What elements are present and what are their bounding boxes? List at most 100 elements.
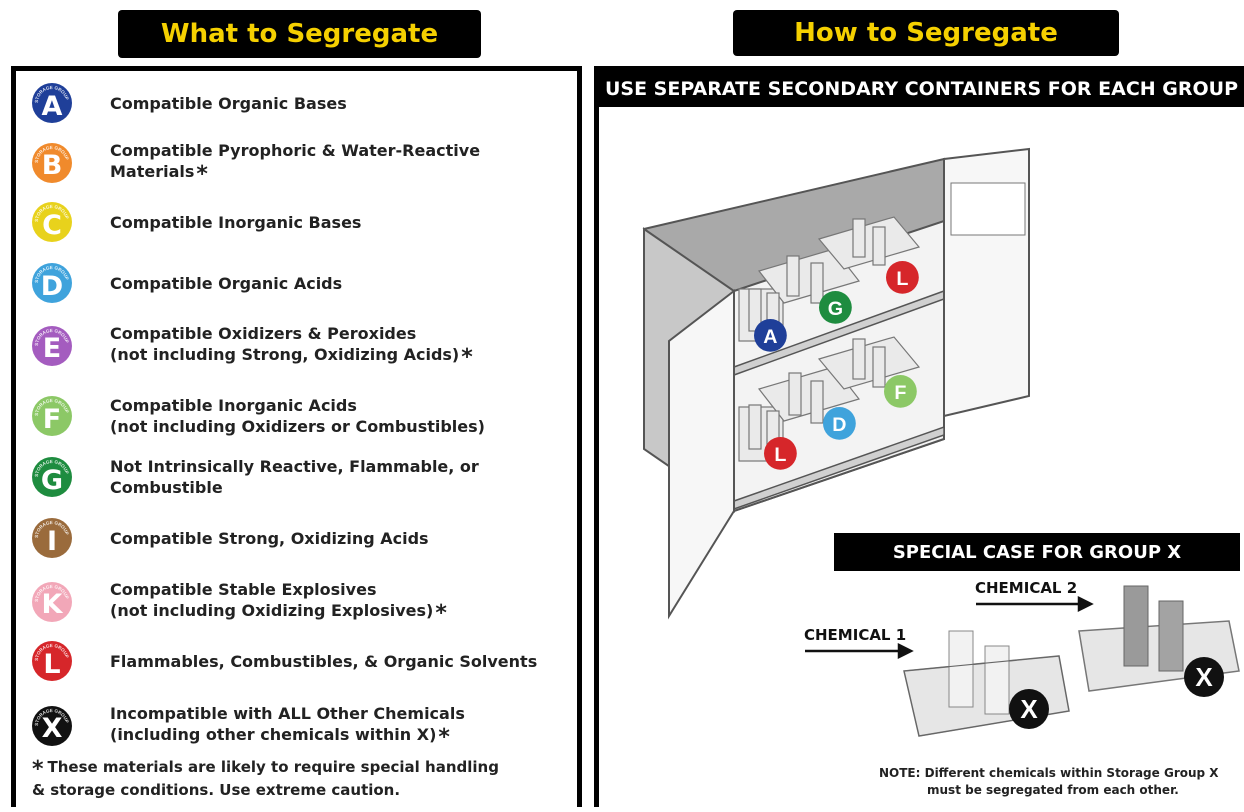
special-case-text: SPECIAL CASE FOR GROUP X [892, 541, 1182, 563]
group-letter: G [40, 464, 64, 496]
description-line: Incompatible with ALL Other Chemicals [110, 703, 465, 724]
asterisk: * [438, 725, 450, 750]
description-line: Compatible Inorganic Acids [110, 395, 485, 416]
group-letter: F [42, 403, 62, 435]
description-text: (not including Oxidizing Explosives) [110, 601, 434, 620]
note-line-1: NOTE: Different chemicals within Storage… [879, 766, 1219, 780]
group-description: Compatible Oxidizers & Peroxides(not inc… [110, 323, 473, 370]
description-text: Compatible Organic Bases [110, 93, 347, 113]
storage-group-ring: STORAGE GROUP [34, 204, 70, 222]
how-to-segregate-panel: USE SEPARATE SECONDARY CONTAINERS FOR EA… [594, 66, 1244, 807]
description-text: Compatible Inorganic Bases [110, 212, 362, 232]
storage-group-ring: STORAGE GROUP [34, 144, 70, 162]
x-badge-chemical-1: X [1009, 689, 1049, 729]
what-to-segregate-header: What to Segregate [118, 10, 481, 58]
description-text: Incompatible with ALL Other Chemicals [110, 704, 465, 723]
cabinet-illustration: A G L L D F [642, 147, 1240, 737]
chemical-1-arrow [805, 642, 914, 660]
group-letter: K [41, 589, 63, 620]
title-text: USE SEPARATE SECONDARY CONTAINERS FOR EA… [604, 78, 1239, 100]
separate-containers-title: USE SEPARATE SECONDARY CONTAINERS FOR EA… [599, 71, 1244, 107]
badge-letter: X [1195, 662, 1213, 692]
group-x-note: NOTE: Different chemicals within Storage… [879, 765, 1219, 799]
description-text: Not Intrinsically Reactive, Flammable, o… [110, 457, 479, 497]
description-line: Compatible Pyrophoric & Water-Reactive M… [110, 140, 577, 186]
special-case-group-x-header: SPECIAL CASE FOR GROUP X [834, 533, 1240, 571]
badge-letter: F [894, 382, 906, 404]
group-description: Incompatible with ALL Other Chemicals(in… [110, 703, 465, 750]
group-letter: I [46, 525, 58, 557]
group-letter: X [41, 713, 63, 744]
description-line: Compatible Organic Acids [110, 273, 342, 294]
description-line: Compatible Strong, Oxidizing Acids [110, 528, 429, 549]
storage-group-ring: STORAGE GROUP [34, 85, 70, 103]
description-text: Compatible Strong, Oxidizing Acids [110, 528, 429, 548]
group-description: Compatible Inorganic Bases [110, 212, 361, 233]
cabinet-left-door [668, 288, 735, 620]
group-description: Not Intrinsically Reactive, Flammable, o… [110, 456, 577, 498]
chemical-2-arrow [976, 595, 1094, 613]
description-line: (including other chemicals within X)* [110, 724, 465, 750]
description-line: (not including Strong, Oxidizing Acids)* [110, 344, 473, 370]
group-letter: B [41, 150, 63, 181]
cabinet-badge-f: F [884, 375, 917, 408]
description-text: Compatible Inorganic Acids [110, 396, 357, 415]
storage-group-ring: STORAGE GROUP [34, 327, 70, 345]
description-line: (not including Oxidizers or Combustibles… [110, 416, 485, 437]
storage-group-ring: STORAGE GROUP [34, 398, 70, 416]
note-line-2: must be segregated from each other. [927, 783, 1179, 797]
group-description: Flammables, Combustibles, & Organic Solv… [110, 651, 537, 672]
description-text: Compatible Pyrophoric & Water-Reactive M… [110, 141, 481, 181]
storage-group-ring: STORAGE GROUP [34, 459, 70, 477]
chemical-1-label: CHEMICAL 1 [804, 626, 907, 644]
footnote-line-1: These materials are likely to require sp… [47, 758, 499, 776]
badge-letter: D [832, 414, 846, 436]
badge-letter: L [896, 268, 908, 290]
group-description: Compatible Strong, Oxidizing Acids [110, 528, 429, 549]
group-description: Compatible Inorganic Acids (not including… [110, 395, 485, 437]
description-text: Compatible Stable Explosives [110, 580, 377, 599]
footnote: *These materials are likely to require s… [32, 757, 499, 800]
group-letter: L [43, 648, 61, 680]
storage-group-ring: STORAGE GROUP [34, 583, 70, 601]
badge-letter: L [774, 444, 786, 466]
x-badge-chemical-2: X [1184, 657, 1224, 697]
description-line: Flammables, Combustibles, & Organic Solv… [110, 651, 537, 672]
footnote-line-2: & storage conditions. Use extreme cautio… [32, 781, 401, 799]
description-line: Compatible Stable Explosives [110, 579, 447, 600]
asterisk: * [32, 757, 44, 782]
storage-group-ring: STORAGE GROUP [34, 707, 70, 725]
group-letter: A [41, 90, 63, 122]
storage-group-ring: STORAGE GROUP [34, 520, 70, 538]
group-letter: D [40, 270, 64, 302]
description-text: (not including Oxidizers or Combustibles… [110, 417, 485, 436]
badge-letter: X [1020, 694, 1038, 724]
group-description: Compatible Organic Acids [110, 273, 342, 294]
group-description: Compatible Pyrophoric & Water-Reactive M… [110, 140, 577, 186]
asterisk: * [461, 345, 473, 370]
description-line: Compatible Inorganic Bases [110, 212, 361, 233]
chemical-2-label: CHEMICAL 2 [975, 579, 1078, 597]
group-letter: E [42, 333, 62, 364]
cabinet-badge-l: L [886, 261, 919, 294]
badge-letter: A [763, 326, 777, 348]
description-text: (not including Strong, Oxidizing Acids) [110, 345, 460, 364]
